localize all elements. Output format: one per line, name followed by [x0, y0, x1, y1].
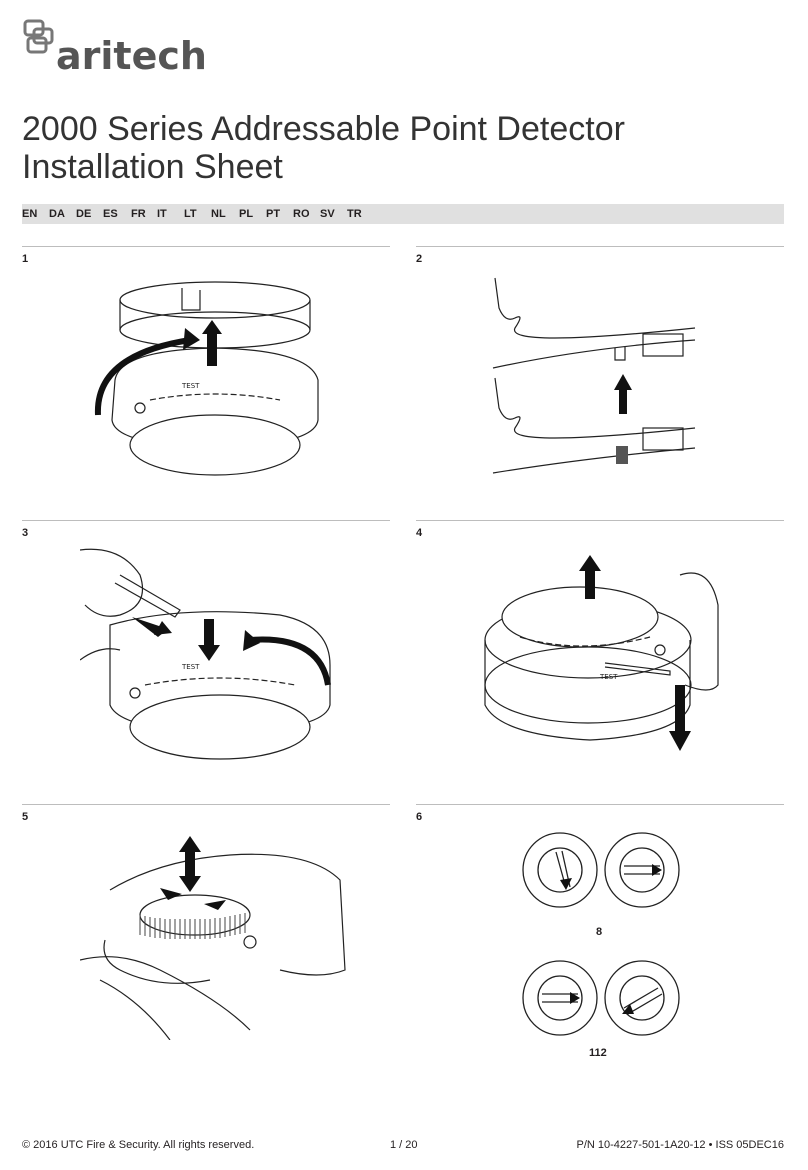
page-title: 2000 Series Addressable Point Detector I… — [22, 110, 625, 186]
figure-3-detector-reinstall-illustration: TEST — [80, 548, 331, 760]
divider — [22, 246, 390, 247]
lang-da[interactable]: DA — [49, 208, 65, 220]
lang-en[interactable]: EN — [22, 208, 38, 220]
figure-6-address-switch-8-illustration — [522, 832, 680, 908]
switch-caption-112: 112 — [589, 1047, 607, 1059]
step-1-number: 1 — [22, 253, 29, 265]
figure-1-detector-twist-illustration: TEST — [94, 281, 319, 476]
divider — [416, 804, 784, 805]
footer-page-number: 1 / 20 — [390, 1139, 418, 1151]
test-label: TEST — [181, 382, 200, 390]
step-3-number: 3 — [22, 527, 29, 539]
lang-pt[interactable]: PT — [266, 208, 281, 220]
lang-pl[interactable]: PL — [239, 208, 254, 220]
figure-2-base-tab-illustration — [492, 277, 696, 474]
lang-it[interactable]: IT — [157, 208, 167, 220]
lang-fr[interactable]: FR — [131, 208, 146, 220]
language-bar: EN DA DE ES FR IT LT NL PL PT RO SV TR — [22, 204, 784, 224]
step-6-number: 6 — [416, 811, 423, 823]
title-line-1: 2000 Series Addressable Point Detector — [22, 110, 625, 148]
divider — [22, 520, 390, 521]
divider — [22, 804, 390, 805]
lang-lt[interactable]: LT — [184, 208, 197, 220]
brand-name: aritech — [56, 34, 207, 78]
test-label: TEST — [599, 673, 618, 681]
title-line-2: Installation Sheet — [22, 148, 283, 186]
figure-6-address-switch-112-illustration — [522, 960, 680, 1036]
figure-4-cover-removal-illustration: TEST — [484, 555, 719, 751]
lang-ro[interactable]: RO — [293, 208, 310, 220]
step-5-number: 5 — [22, 811, 29, 823]
lang-sv[interactable]: SV — [320, 208, 335, 220]
aritech-logo: aritech — [22, 18, 252, 80]
figure-5-chamber-removal-illustration — [80, 836, 346, 1040]
switch-caption-8: 8 — [596, 926, 603, 938]
lang-de[interactable]: DE — [76, 208, 92, 220]
divider — [416, 520, 784, 521]
logo-mark-icon — [23, 19, 54, 54]
lang-es[interactable]: ES — [103, 208, 118, 220]
footer-part-number: P/N 10-4227-501-1A20-12 • ISS 05DEC16 — [576, 1139, 784, 1151]
footer-copyright: © 2016 UTC Fire & Security. All rights r… — [22, 1139, 255, 1151]
lang-nl[interactable]: NL — [211, 208, 226, 220]
divider — [416, 246, 784, 247]
lang-tr[interactable]: TR — [347, 208, 362, 220]
step-4-number: 4 — [416, 527, 423, 539]
step-2-number: 2 — [416, 253, 423, 265]
test-label: TEST — [181, 663, 200, 671]
